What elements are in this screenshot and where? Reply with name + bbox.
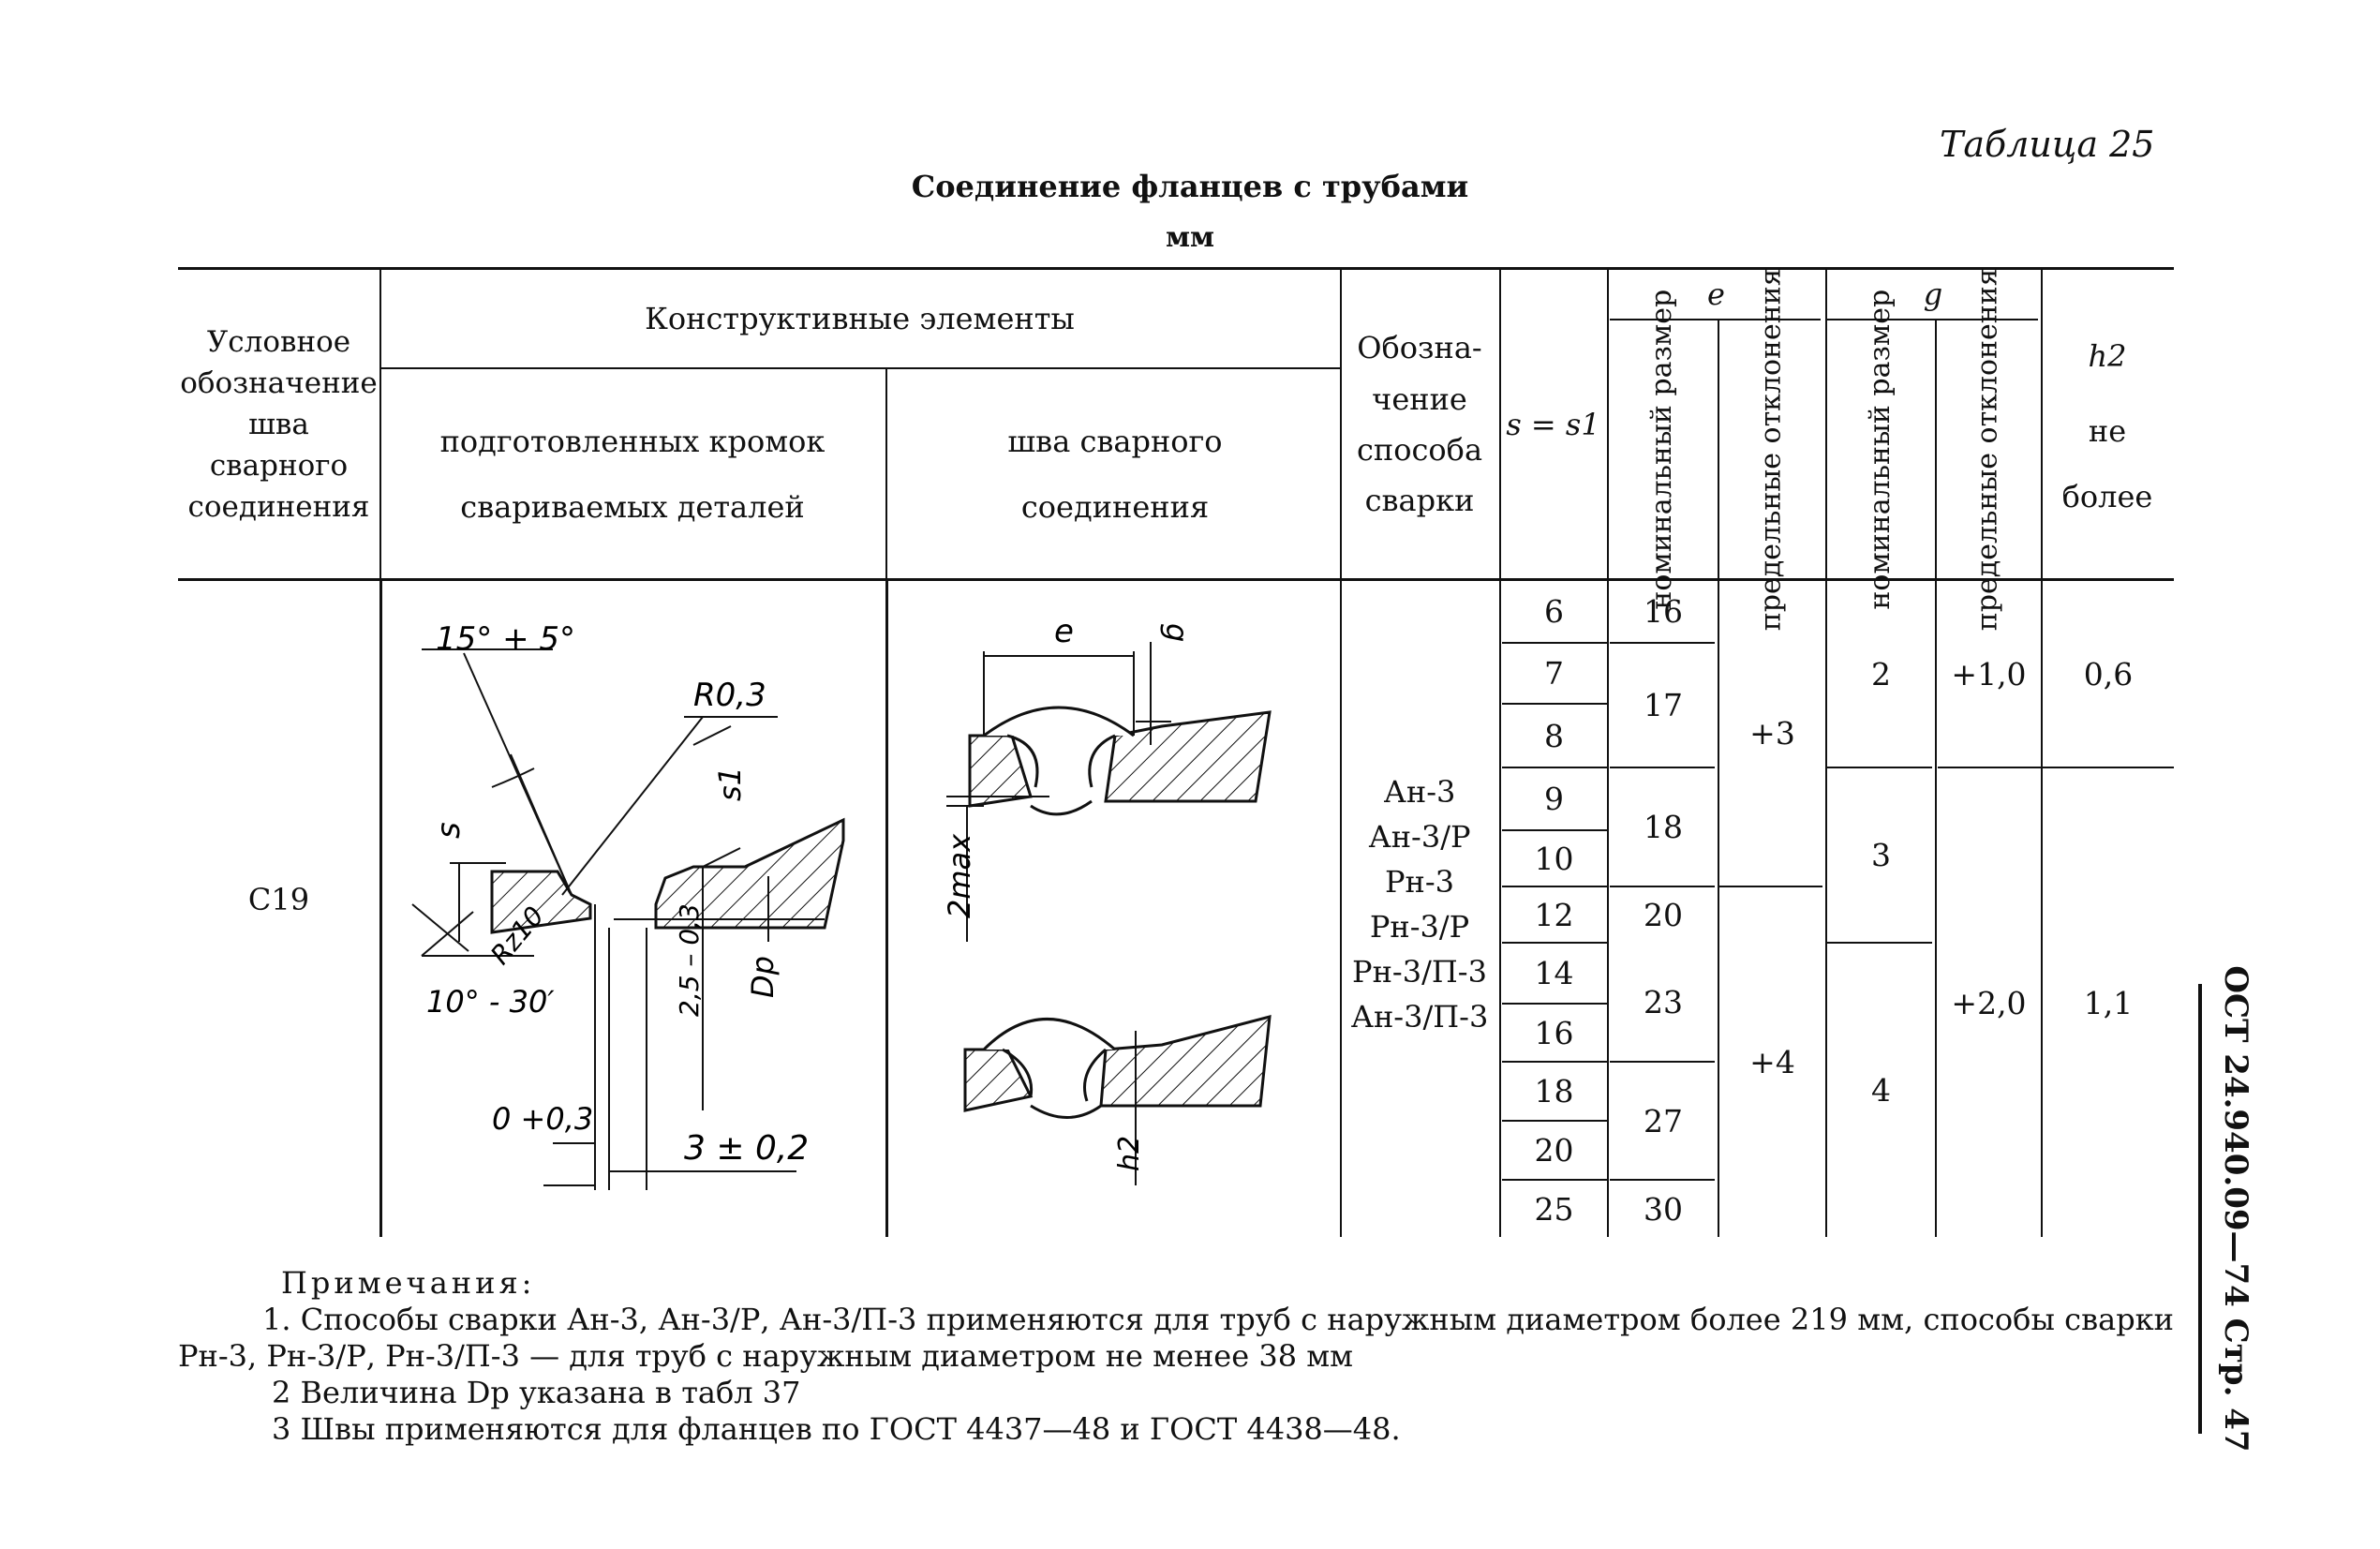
label-2max: 2max xyxy=(942,833,977,918)
s-value: 6 xyxy=(1544,593,1564,630)
s-value: 14 xyxy=(1534,955,1574,991)
header-e-nominal: номинальный размер xyxy=(1645,289,1679,610)
s-value: 18 xyxy=(1534,1073,1574,1110)
label-g: g xyxy=(1159,623,1195,642)
s-value: 12 xyxy=(1534,896,1574,933)
s-value: 8 xyxy=(1544,717,1564,754)
s-value: 16 xyxy=(1534,1014,1574,1051)
s-value: 9 xyxy=(1544,781,1564,817)
units-label: мм xyxy=(1165,221,1215,254)
edge-preparation-drawing: 15° + 5° R0,3 s s1 Rz10 10° - 30′ 2,5 – … xyxy=(411,620,845,1190)
row-methods: Ан-3 Ан-3/Р Рн-3 Рн-3/Р Рн-3/П-3 Ан-3/П-… xyxy=(1340,750,1499,1059)
method-item: Рн-3 xyxy=(1384,864,1455,900)
label-h2: h2 xyxy=(1113,1136,1146,1171)
label-s1: s1 xyxy=(712,767,748,801)
method-item: Ан-3/П-3 xyxy=(1350,999,1489,1035)
header-e-deviation: предельные отклонения xyxy=(1754,268,1788,631)
s-value: 10 xyxy=(1534,840,1574,877)
table-title: Соединение фланцев с трубами xyxy=(911,169,1469,204)
method-item: Ан-3/Р xyxy=(1368,819,1471,855)
e-deviation-value: +3 xyxy=(1749,715,1795,752)
s-value: 20 xyxy=(1534,1132,1574,1169)
header-welding-method: Обозна-чение способа сварки xyxy=(1356,330,1483,519)
header-e: e xyxy=(1707,276,1725,312)
g-nominal-value: 3 xyxy=(1871,837,1891,873)
side-label: ОСТ 24.940.09—74 Стр. 47 xyxy=(2198,965,2273,1452)
header-structural-elements: Конструктивные элементы xyxy=(645,300,1075,336)
label-radius: R0,3 xyxy=(693,677,766,714)
method-item: Ан-3 xyxy=(1383,774,1456,810)
label-dp: Dp xyxy=(745,956,781,998)
weld-bottom xyxy=(963,1015,1272,1119)
g-nominal-value: 2 xyxy=(1871,655,1891,693)
left-part xyxy=(490,870,592,934)
note-1: 1. Способы сварки Ан-3, Ан-3/Р, Ан-3/П-3… xyxy=(178,1302,2174,1374)
method-item: Рн-3/П-3 xyxy=(1352,954,1487,990)
row-designation: C19 xyxy=(247,881,310,917)
notes: Примечания: 1. Способы сварки Ан-3, Ан-3… xyxy=(178,1265,2174,1448)
header-h2-symbol: h2 xyxy=(2088,337,2127,374)
g-deviation-value: +2,0 xyxy=(1951,984,2027,1021)
method-item: Рн-3/Р xyxy=(1369,909,1470,945)
label-angle-top: 15° + 5° xyxy=(436,620,575,658)
label-dim-3: 3 ± 0,2 xyxy=(684,1129,809,1168)
header-g-deviation: предельные отклонения xyxy=(1971,268,2004,631)
header-weld-designation: Условное обозначение шва сварного соедин… xyxy=(180,324,378,525)
e-nominal-value: 16 xyxy=(1644,593,1683,630)
label-e: e xyxy=(1054,613,1074,650)
e-deviation-value: +4 xyxy=(1749,1044,1795,1080)
g-nominal-value: 4 xyxy=(1871,1072,1891,1109)
g-deviation-value: +1,0 xyxy=(1951,655,2027,693)
e-nominal-value: 30 xyxy=(1644,1190,1683,1228)
right-part xyxy=(614,817,845,930)
h2-value: 0,6 xyxy=(2083,655,2134,693)
s-value: 25 xyxy=(1534,1190,1574,1228)
notes-heading: Примечания: xyxy=(281,1265,536,1301)
header-h2-text: не более xyxy=(2061,412,2153,514)
note-3: 3 Швы применяются для фланцев по ГОСТ 44… xyxy=(272,1411,1401,1447)
h2-value: 1,1 xyxy=(2083,984,2134,1021)
s-value: 7 xyxy=(1544,655,1564,692)
weld-top xyxy=(946,706,1272,816)
e-nominal-value: 20 xyxy=(1644,896,1683,933)
label-gap: 0 +0,3 xyxy=(492,1101,593,1137)
label-dim-25: 2,5 – 0,3 xyxy=(674,903,705,1017)
header-g-nominal: номинальный размер xyxy=(1863,289,1897,610)
header-weld-seam: шва сварного соединения xyxy=(1007,423,1223,525)
label-angle-bottom: 10° - 30′ xyxy=(426,984,555,1020)
e-nominal-value: 17 xyxy=(1644,687,1683,723)
note-2: 2 Величина Dр указана в табл 37 xyxy=(272,1375,801,1410)
header-prepared-edges: подготовленных кромок свариваемых детале… xyxy=(439,423,826,525)
e-nominal-value: 18 xyxy=(1644,809,1683,845)
header-g: g xyxy=(1923,276,1943,312)
header-s: s = s1 xyxy=(1506,406,1600,442)
table-number: Таблица 25 xyxy=(1940,124,2155,165)
label-s: s xyxy=(430,822,468,839)
weld-seam-drawing: e g 2max h2 xyxy=(942,613,1272,1185)
e-nominal-value: 27 xyxy=(1644,1102,1683,1139)
e-nominal-value: 23 xyxy=(1644,984,1683,1020)
